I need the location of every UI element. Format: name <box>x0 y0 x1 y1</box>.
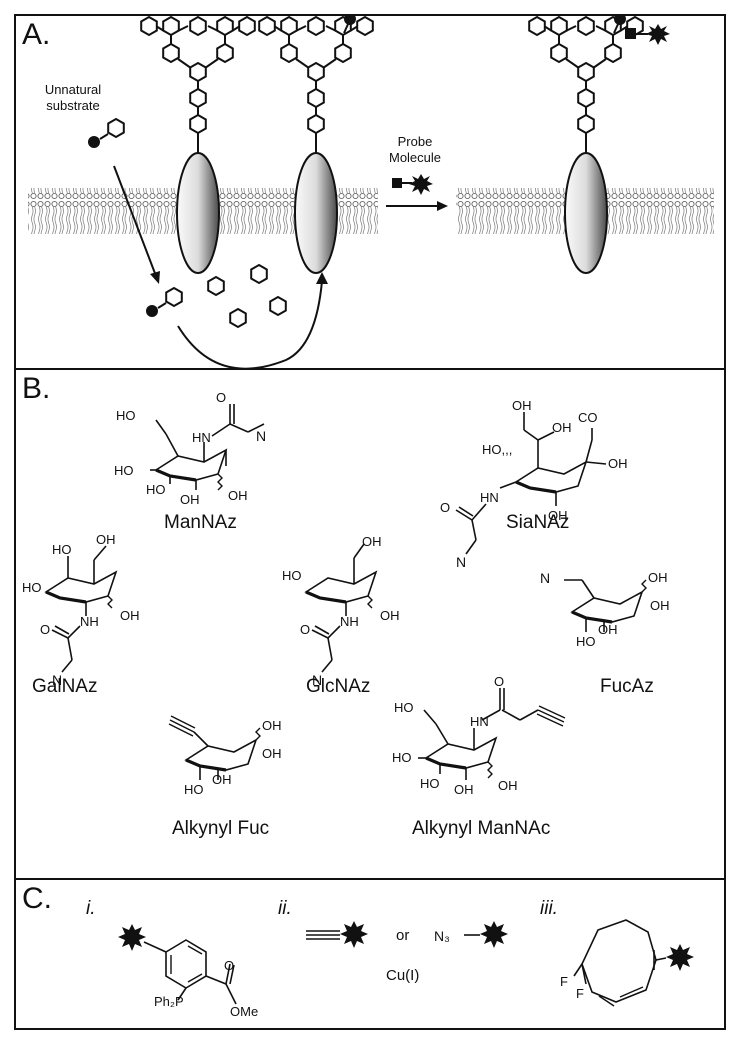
atom-label: CO <box>578 410 598 425</box>
ome-label: OMe <box>230 1004 259 1019</box>
tag-dot-glycan-2 <box>344 16 356 25</box>
probe-on-glycan <box>625 24 670 45</box>
panel-c-label: C. <box>22 882 52 915</box>
atom-label: HO <box>420 776 440 791</box>
atom-label: O <box>216 390 227 405</box>
molecule-name-alkynyl-fuc: Alkynyl Fuc <box>172 818 270 839</box>
panel-a: A. <box>14 14 726 370</box>
probe-molecule-label: Probe Molecule <box>388 134 442 165</box>
azide-probe <box>464 921 508 948</box>
atom-label: OH <box>180 492 200 507</box>
atom-label: HN <box>192 430 211 445</box>
atom-label: N <box>312 672 323 688</box>
atom-label: HO <box>22 580 42 595</box>
atom-label: N <box>540 570 551 586</box>
atom-label: N <box>256 428 267 444</box>
unnatural-substrate-label: Unnatural substrate <box>44 82 102 113</box>
atom-label: HO,,, <box>482 442 513 457</box>
panel-b-label: B. <box>22 372 51 405</box>
atom-label: OH <box>212 772 232 787</box>
atom-label: HO <box>392 750 412 765</box>
atom-label: N <box>456 554 467 570</box>
atom-label: O <box>494 674 505 689</box>
item-ii-label: ii. <box>278 898 292 919</box>
atom-label: OH <box>608 456 628 471</box>
panel-c: C. <box>14 878 726 1030</box>
atom-label: OH <box>552 420 572 435</box>
atom-label: OH <box>262 746 282 761</box>
atom-label: OH <box>498 778 518 793</box>
or-label: or <box>396 927 410 944</box>
molecule-name-fucaz: FucAz <box>600 676 654 697</box>
molecule-name-glcnaz: GlcNAz <box>306 676 371 697</box>
atom-label: HO <box>116 408 136 423</box>
fluorine-label: F <box>576 986 584 1001</box>
atom-label: NH <box>80 614 99 629</box>
atom-label: HO <box>576 634 596 649</box>
item-i-label: i. <box>86 898 96 919</box>
atom-label: OH <box>454 782 474 797</box>
atom-label: HO <box>114 463 134 478</box>
alkyne-probe <box>306 921 368 948</box>
atom-label: HO <box>282 568 302 583</box>
molecule-name-mannaz: ManNAz <box>164 512 237 533</box>
atom-label: O <box>300 622 311 637</box>
sugar-structures <box>44 404 647 780</box>
atom-label: HO <box>146 482 166 497</box>
mannaz-structure <box>150 404 265 491</box>
atom-label: OH <box>96 532 116 547</box>
molecule-name-sianaz: SiaNAz <box>506 512 570 533</box>
atom-label: OH <box>548 508 568 523</box>
fluorine-label: F <box>560 974 568 989</box>
panel-b: B. <box>14 368 726 880</box>
atom-label: OH <box>598 622 618 637</box>
atom-label: OH <box>650 598 670 613</box>
bioorthogonal-reagents <box>118 919 694 1007</box>
difluorocyclooctyne-reagent <box>573 919 694 1007</box>
ph2p-label: Ph₂P <box>154 994 184 1009</box>
alkynyl-mannac-structure <box>418 688 566 780</box>
atom-label: OH <box>228 488 248 503</box>
atom-label: NH <box>340 614 359 629</box>
glcnaz-structure <box>304 543 378 673</box>
atom-label: OH <box>512 398 532 413</box>
panel-a-label: A. <box>22 18 51 51</box>
atom-label: O <box>224 958 235 973</box>
atom-label: OH <box>262 718 282 733</box>
molecule-name-galnaz: GalNAz <box>32 676 98 697</box>
catalyst-label: Cu(I) <box>386 967 420 984</box>
atom-label: HO <box>184 782 204 797</box>
metabolic-labeling-scheme <box>28 16 714 368</box>
atom-label: OH <box>120 608 140 623</box>
atom-label: O <box>440 500 451 515</box>
molecule-name-alkynyl-mannac: Alkynyl ManNAc <box>412 818 551 839</box>
alkynyl-fuc-structure <box>168 715 261 780</box>
atom-label: HO <box>394 700 414 715</box>
sianaz-structure <box>455 412 607 555</box>
atom-label: HN <box>470 714 489 729</box>
atom-label: OH <box>648 570 668 585</box>
atom-label: HN <box>480 490 499 505</box>
item-iii-label: iii. <box>540 898 558 919</box>
galnaz-structure <box>44 545 118 673</box>
fucaz-structure <box>564 579 647 632</box>
atom-label: OH <box>362 534 382 549</box>
atom-label: O <box>40 622 51 637</box>
atom-label: HO <box>52 542 72 557</box>
azide-label: N₃ <box>434 928 450 944</box>
phosphine-reagent <box>118 924 237 1005</box>
atom-label: OH <box>380 608 400 623</box>
atom-label: N <box>52 672 63 688</box>
